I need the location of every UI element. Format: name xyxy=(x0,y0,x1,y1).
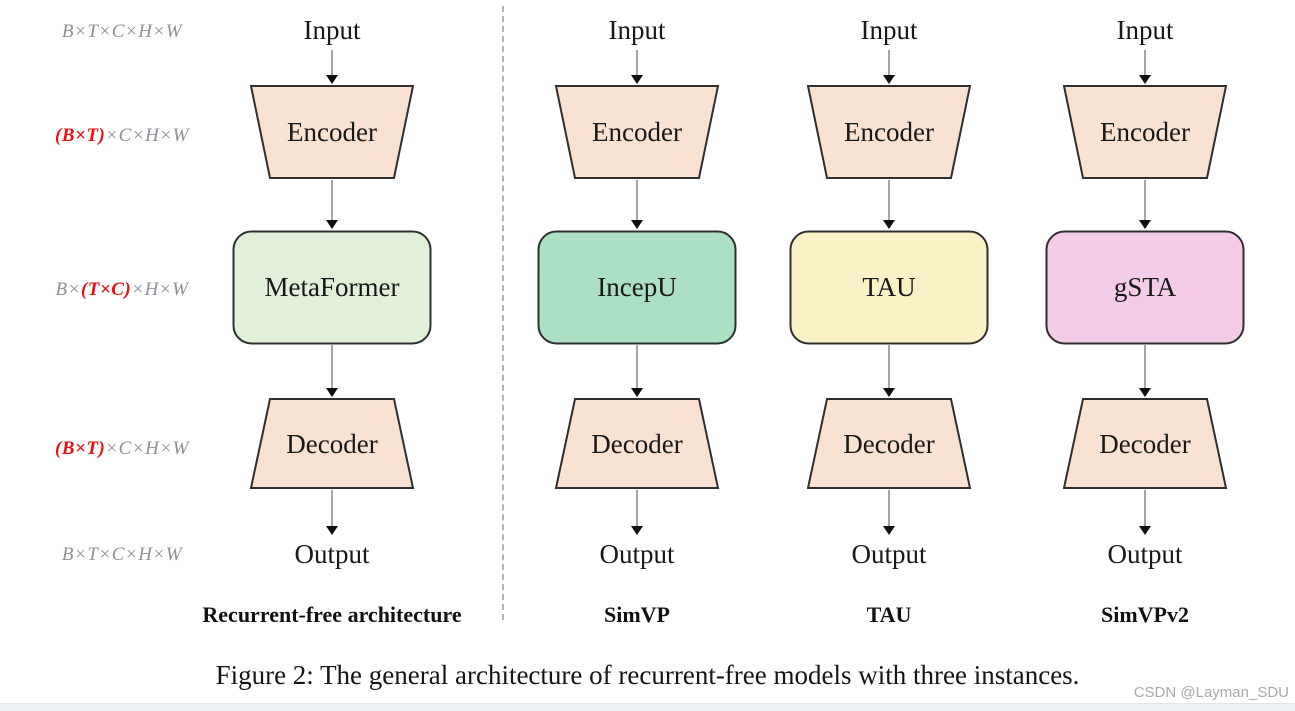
input-label: Input xyxy=(1116,15,1174,45)
arrow-down-icon xyxy=(1139,50,1151,84)
dim-red-text: (B×T) xyxy=(55,125,106,146)
encoder-block: Encoder xyxy=(537,85,737,180)
dim-gray-text: B×T×C×H×W xyxy=(61,544,183,565)
output-label: Output xyxy=(599,539,675,569)
arrow-down-icon xyxy=(1139,345,1151,397)
dim-gray-text: ×C×H×W xyxy=(105,125,189,146)
dim-red-text: (T×C) xyxy=(80,279,132,300)
metaformer-label: MetaFormer xyxy=(264,272,400,302)
arrow-down-icon xyxy=(883,50,895,84)
column-name-tau: TAU xyxy=(866,602,912,627)
dashed-divider xyxy=(502,6,504,620)
dim-label-decoder: (B×T)×C×H×W xyxy=(32,438,212,460)
arrow-down-icon xyxy=(631,180,643,229)
arrow-down-icon xyxy=(326,345,338,397)
column-recurrent-free: Input Encoder MetaFormer Decoder Output … xyxy=(202,0,461,640)
decoder-label: Decoder xyxy=(286,428,378,459)
arrow-down-icon xyxy=(883,180,895,229)
decoder-block: Decoder xyxy=(789,398,989,490)
decoder-label: Decoder xyxy=(591,428,683,459)
output-label: Output xyxy=(1107,539,1183,569)
column-simvp: Input Encoder IncepU Decoder Output SimV… xyxy=(537,0,737,640)
input-label: Input xyxy=(303,15,361,45)
bottom-strip xyxy=(0,703,1295,711)
arrow-down-icon xyxy=(1139,490,1151,535)
arrow-down-icon xyxy=(631,50,643,84)
decoder-label: Decoder xyxy=(843,428,935,459)
arrow-down-icon xyxy=(631,345,643,397)
encoder-block: Encoder xyxy=(1045,85,1245,180)
dim-gray-text: ×H×W xyxy=(131,279,189,300)
dim-gray-text: B× xyxy=(55,279,81,300)
incepu-label: IncepU xyxy=(597,272,677,302)
decoder-block: Decoder xyxy=(537,398,737,490)
dim-label-encoder: (B×T)×C×H×W xyxy=(32,125,212,147)
incepu-block: IncepU xyxy=(537,230,737,345)
gsta-label: gSTA xyxy=(1113,272,1177,302)
dim-gray-text: ×C×H×W xyxy=(105,438,189,459)
column-name-simvpv2: SimVPv2 xyxy=(1101,602,1189,627)
encoder-label: Encoder xyxy=(592,117,682,147)
dim-label-core: B×(T×C)×H×W xyxy=(32,279,212,301)
column-name-recurrent-free: Recurrent-free architecture xyxy=(202,602,462,627)
dim-red-text: (B×T) xyxy=(55,438,106,459)
arrow-down-icon xyxy=(326,50,338,84)
arrow-down-icon xyxy=(883,345,895,397)
dim-label-input: B×T×C×H×W xyxy=(32,21,212,43)
encoder-block: Encoder xyxy=(232,85,432,180)
dim-gray-text: B×T×C×H×W xyxy=(61,21,183,42)
arrow-down-icon xyxy=(326,180,338,229)
input-label: Input xyxy=(608,15,666,45)
decoder-block: Decoder xyxy=(232,398,432,490)
column-simvpv2: Input Encoder gSTA Decoder Output SimVPv… xyxy=(1045,0,1245,640)
tau-block: TAU xyxy=(789,230,989,345)
encoder-label: Encoder xyxy=(1100,117,1190,147)
arrow-down-icon xyxy=(1139,180,1151,229)
metaformer-block: MetaFormer xyxy=(232,230,432,345)
arrow-down-icon xyxy=(883,490,895,535)
input-label: Input xyxy=(860,15,918,45)
output-label: Output xyxy=(851,539,927,569)
column-name-simvp: SimVP xyxy=(604,602,670,627)
figure-caption: Figure 2: The general architecture of re… xyxy=(215,660,1080,690)
gsta-block: gSTA xyxy=(1045,230,1245,345)
column-tau: Input Encoder TAU Decoder Output TAU xyxy=(789,0,989,640)
dim-label-output: B×T×C×H×W xyxy=(32,544,212,566)
encoder-label: Encoder xyxy=(844,117,934,147)
output-label: Output xyxy=(294,539,370,569)
tau-label: TAU xyxy=(862,272,916,302)
decoder-block: Decoder xyxy=(1045,398,1245,490)
arrow-down-icon xyxy=(326,490,338,535)
arrow-down-icon xyxy=(631,490,643,535)
encoder-block: Encoder xyxy=(789,85,989,180)
decoder-label: Decoder xyxy=(1099,428,1191,459)
encoder-label: Encoder xyxy=(287,117,377,147)
watermark: CSDN @Layman_SDU xyxy=(1133,684,1289,701)
